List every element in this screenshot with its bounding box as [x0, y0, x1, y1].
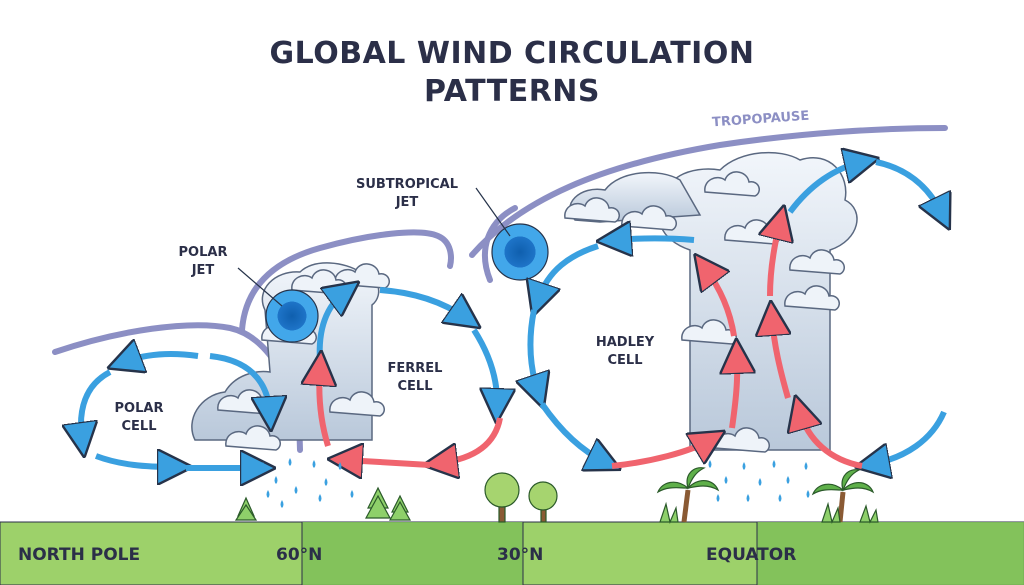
- ferrel-cell-label-line2: CELL: [397, 379, 433, 394]
- hadley-cell-label-line1: HADLEY: [595, 335, 655, 350]
- subtropical-jet-label-line2: JET: [395, 195, 419, 210]
- warm-wind-arrows: [319, 222, 863, 466]
- polar-cell-label-line1: POLAR: [114, 401, 164, 416]
- tropopause-line: [469, 125, 948, 258]
- palm-trees: [656, 467, 879, 524]
- diagram-title-line1: GLOBAL WIND CIRCULATION: [269, 36, 755, 71]
- ground: [0, 521, 1024, 585]
- equator-label: EQUATOR: [706, 545, 797, 565]
- rain: [261, 458, 810, 508]
- subtropical-jet-core: [491, 223, 549, 281]
- deciduous-trees: [484, 472, 558, 523]
- diagram-title-line2: PATTERNS: [423, 74, 601, 109]
- subtropical-tropopause-hook: [482, 205, 518, 283]
- polar-jet-label-line2: JET: [191, 263, 215, 278]
- latitude-60-label: 60°N: [276, 545, 323, 565]
- polar-jet-label: POLAR JET: [168, 244, 238, 280]
- polar-jet-label-line1: POLAR: [178, 245, 228, 260]
- polar-jet-pointer: [237, 267, 283, 307]
- subtropical-jet-pointer: [475, 187, 511, 237]
- polar-cell-label: POLAR CELL: [104, 400, 174, 436]
- mid-tropopause-line: [239, 229, 454, 333]
- subtropical-jet-label-line1: SUBTROPICAL: [355, 177, 458, 192]
- ferrel-cell-label-line1: FERREL: [387, 361, 443, 376]
- pine-trees: [234, 486, 412, 521]
- north-pole-label: NORTH POLE: [18, 545, 141, 565]
- hadley-cell-label: HADLEY CELL: [590, 334, 660, 370]
- polar-jet-core: [265, 289, 319, 343]
- ferrel-cell-label: FERREL CELL: [380, 360, 450, 396]
- cool-wind-arrows: [81, 162, 944, 468]
- subtropical-jet-label: SUBTROPICAL JET: [352, 176, 462, 212]
- hadley-cell-label-line2: CELL: [607, 353, 643, 368]
- polar-cell-label-line2: CELL: [121, 419, 157, 434]
- latitude-30-label: 30°N: [497, 545, 544, 565]
